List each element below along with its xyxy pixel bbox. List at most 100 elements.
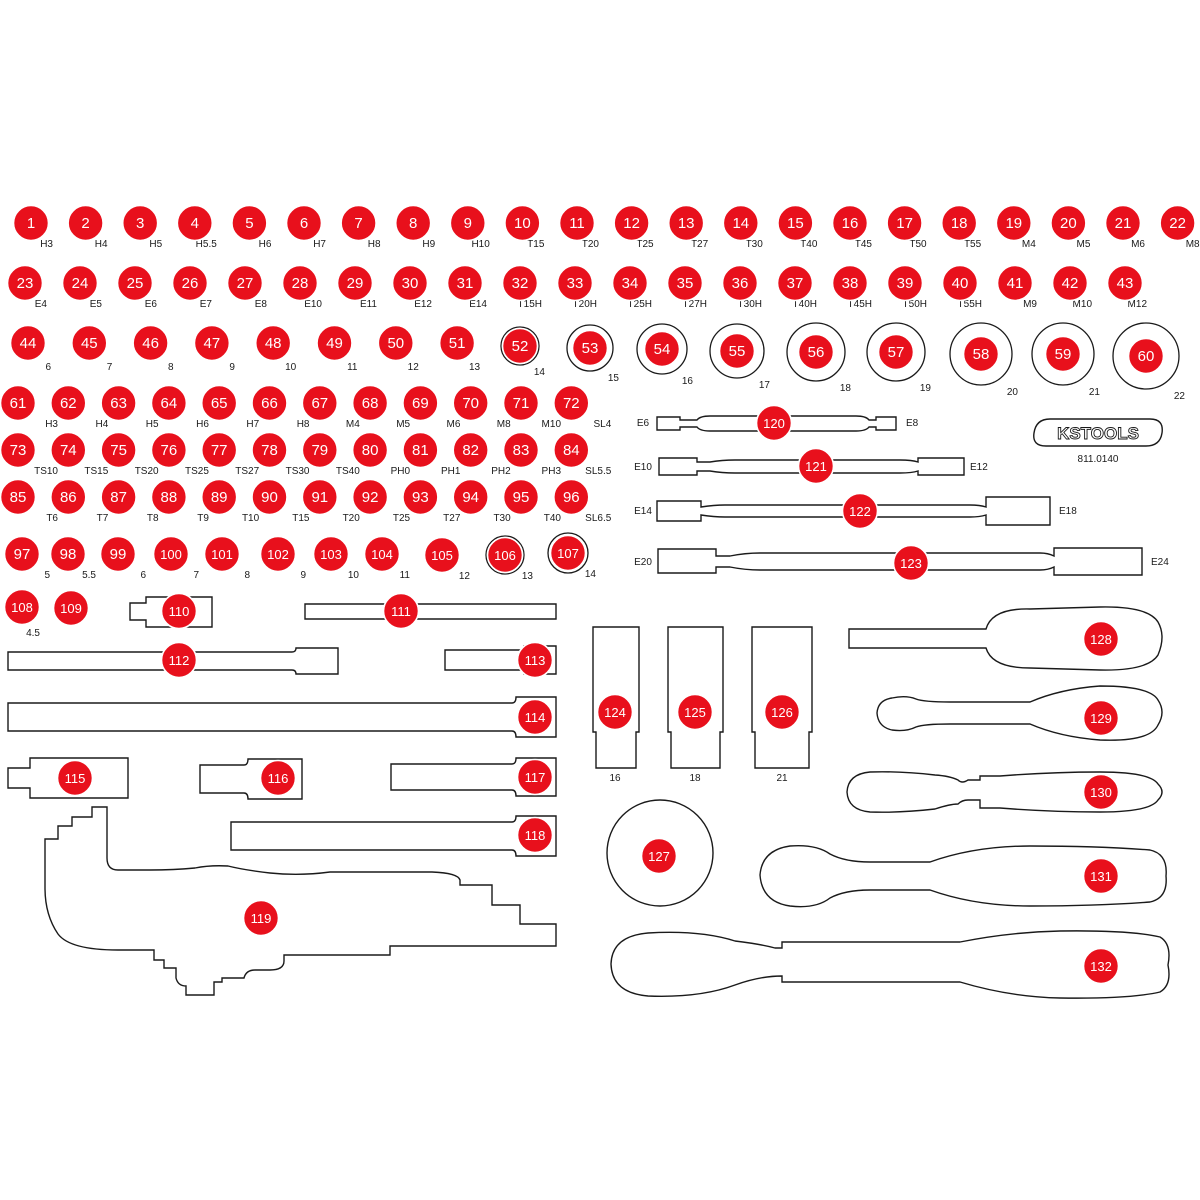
marker-20-dot — [1050, 204, 1087, 242]
marker-125-number: 125 — [684, 705, 706, 720]
marker-88-number: 88 — [161, 489, 178, 506]
size-label-56: 18 — [840, 383, 852, 394]
marker-82-dot — [452, 431, 490, 469]
marker-81-number: 81 — [412, 442, 429, 459]
marker-52: 52 — [501, 327, 539, 365]
marker-17-number: 17 — [896, 215, 913, 232]
marker-50-dot — [377, 324, 415, 362]
marker-7-number: 7 — [354, 215, 362, 232]
marker-68-number: 68 — [362, 395, 379, 412]
size-label-64: H6 — [196, 419, 209, 430]
marker-47: 47 — [193, 324, 231, 362]
marker-25-number: 25 — [127, 275, 144, 292]
marker-42-number: 42 — [1062, 275, 1079, 292]
marker-13-dot — [667, 204, 705, 242]
marker-29: 29 — [336, 264, 374, 302]
marker-131: 131 — [1082, 857, 1120, 895]
marker-28-dot — [281, 264, 319, 302]
marker-124-dot — [596, 693, 634, 731]
outline-131 — [759, 844, 1167, 908]
marker-117-dot — [516, 758, 554, 796]
marker-36-dot — [721, 264, 759, 302]
marker-102-dot — [259, 535, 297, 573]
marker-9-dot — [449, 204, 487, 242]
marker-125-dot — [676, 693, 714, 731]
marker-3-number: 3 — [136, 215, 144, 232]
marker-113-number: 113 — [525, 653, 546, 668]
size-label-105: 12 — [459, 571, 471, 582]
size-label-right-121: E12 — [970, 462, 988, 473]
marker-86: 86 — [50, 478, 87, 516]
marker-99: 99 — [99, 535, 137, 573]
marker-44-number: 44 — [20, 335, 37, 352]
size-label-40: T55H — [958, 299, 982, 310]
marker-63-dot — [100, 384, 137, 422]
marker-129-number: 129 — [1090, 711, 1112, 726]
size-label-83: PH3 — [542, 466, 562, 477]
marker-116-number: 116 — [268, 771, 289, 786]
marker-57-dot — [877, 333, 915, 371]
marker-103: 103 — [312, 535, 350, 573]
size-label-58: 20 — [1007, 387, 1019, 398]
marker-103-dot — [312, 535, 350, 573]
marker-65-number: 65 — [211, 395, 228, 412]
size-label-124: 16 — [609, 773, 621, 784]
marker-104: 104 — [363, 535, 401, 573]
size-label-12: T25 — [636, 239, 654, 250]
marker-129-dot — [1082, 699, 1120, 737]
brand-logo-text: KSTOOLS — [1057, 424, 1139, 443]
marker-90-number: 90 — [261, 489, 278, 506]
marker-38-number: 38 — [842, 275, 859, 292]
marker-83-number: 83 — [513, 442, 530, 459]
marker-29-number: 29 — [347, 275, 364, 292]
marker-79-dot — [301, 431, 339, 469]
marker-35: 35 — [666, 264, 704, 302]
marker-53: 53 — [571, 329, 609, 367]
marker-111-dot — [382, 592, 420, 630]
size-label-36: T30H — [738, 299, 762, 310]
size-label-38: T45H — [848, 299, 872, 310]
size-label-126: 21 — [776, 773, 788, 784]
outline-128 — [848, 606, 1163, 671]
marker-116: 116 — [259, 759, 297, 797]
marker-65: 65 — [200, 384, 238, 422]
size-label-77: TS27 — [235, 466, 259, 477]
marker-90: 90 — [251, 478, 288, 516]
marker-68: 68 — [351, 384, 389, 422]
marker-86-dot — [50, 478, 87, 516]
marker-14-number: 14 — [732, 215, 749, 232]
marker-95: 95 — [502, 478, 540, 516]
marker-110: 110 — [160, 592, 198, 630]
marker-74-number: 74 — [60, 442, 77, 459]
marker-19: 19 — [995, 204, 1033, 242]
size-label-37: T40H — [793, 299, 817, 310]
marker-128-dot — [1082, 620, 1120, 658]
marker-20: 20 — [1050, 204, 1087, 242]
marker-30: 30 — [391, 264, 429, 302]
size-label-10: T15 — [527, 239, 545, 250]
size-label-35: T27H — [683, 299, 707, 310]
marker-71: 71 — [502, 384, 540, 422]
size-label-left-123: E20 — [634, 557, 652, 568]
size-label-25: E6 — [145, 299, 158, 310]
marker-106: 106 — [486, 536, 524, 574]
marker-100-dot — [152, 535, 190, 573]
marker-54-number: 54 — [654, 341, 671, 358]
marker-62: 62 — [50, 384, 87, 422]
marker-50: 50 — [377, 324, 415, 362]
marker-42: 42 — [1051, 264, 1089, 302]
marker-83: 83 — [502, 431, 540, 469]
size-label-32: T15H — [518, 299, 542, 310]
marker-59: 59 — [1044, 335, 1082, 373]
marker-55-dot — [718, 332, 756, 370]
marker-89: 89 — [200, 478, 238, 516]
marker-37: 37 — [776, 264, 814, 302]
size-label-43: M12 — [1128, 299, 1148, 310]
marker-3-dot — [121, 204, 159, 242]
size-label-65: H7 — [246, 419, 259, 430]
size-label-59: 21 — [1089, 387, 1101, 398]
size-label-89: T10 — [242, 513, 260, 524]
marker-17: 17 — [886, 204, 923, 242]
marker-122-dot — [841, 492, 879, 530]
marker-83-dot — [502, 431, 540, 469]
